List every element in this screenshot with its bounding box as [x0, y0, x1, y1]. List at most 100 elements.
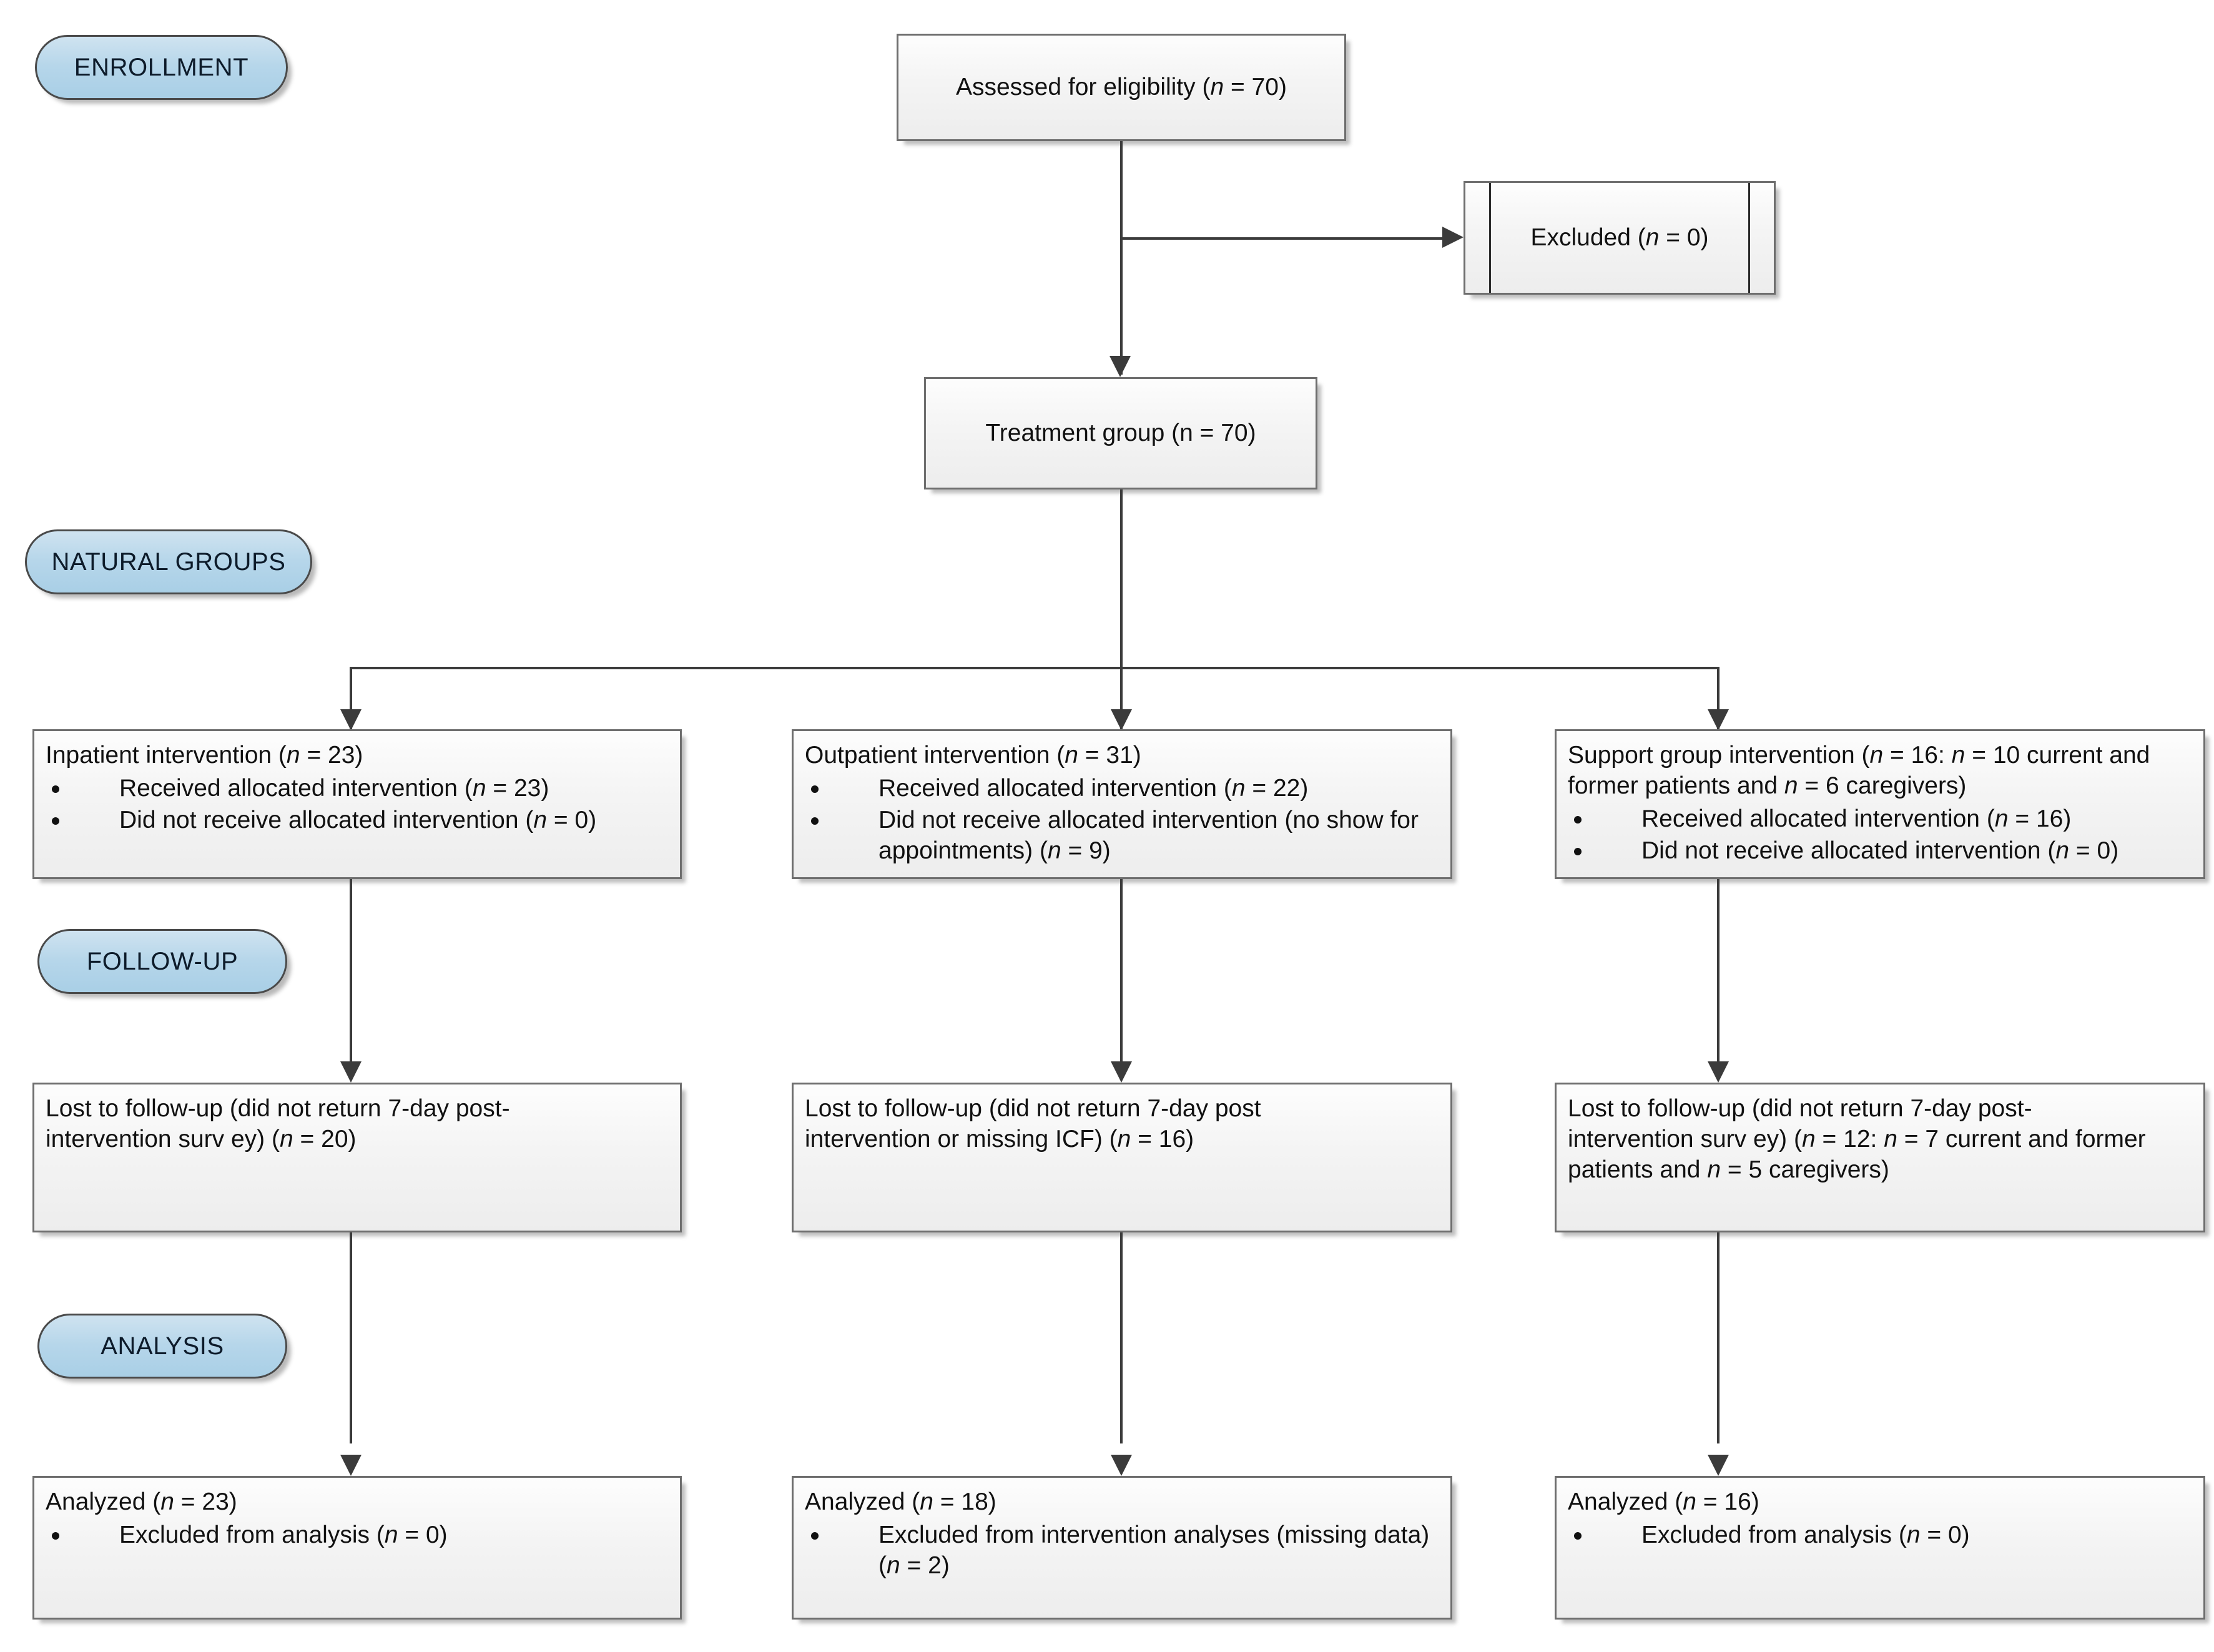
connector-treatment-stem	[1120, 489, 1123, 667]
box-analysis-outpatient: Analyzed (n = 18) Excluded from interven…	[792, 1476, 1452, 1620]
box-followup-outpatient: Lost to follow-up (did not return 7-day …	[792, 1083, 1452, 1232]
allocation-bullets-support-group: Received allocated intervention (n = 16)…	[1568, 804, 2192, 866]
bullet-dot-icon	[1574, 848, 1582, 856]
box-allocation-support-group: Support group intervention (n = 16: n = …	[1555, 729, 2205, 879]
bullet-dot-icon	[52, 785, 59, 794]
allocation-bullets-outpatient: Received allocated intervention (n = 22)…	[805, 773, 1439, 866]
arrowhead-support-group-followup	[1708, 1061, 1729, 1083]
treatment-group-text: Treatment group (n = 70)	[985, 420, 1256, 447]
arrowhead-to-excluded	[1442, 227, 1464, 248]
analysis-title-support-group: Analyzed (n = 16)	[1568, 1488, 1759, 1515]
list-item: Excluded from analysis (n = 0)	[1568, 1520, 2192, 1550]
bullet-dot-icon	[52, 817, 59, 825]
box-assessed-for-eligibility: Assessed for eligibility (n = 70)	[897, 34, 1346, 141]
box-excluded: Excluded (n = 0)	[1464, 181, 1776, 295]
list-item: Did not receive allocated intervention (…	[1568, 835, 2192, 866]
n-symbol: n	[472, 775, 486, 802]
n-symbol: n	[286, 742, 300, 769]
n-symbol: n	[160, 1488, 174, 1515]
analysis-bullets-outpatient: Excluded from intervention analyses (mis…	[805, 1520, 1439, 1581]
n-symbol: n	[384, 1522, 398, 1549]
arrowhead-support-group-analysis	[1708, 1455, 1729, 1476]
connector-branch-bus	[350, 667, 1718, 669]
bullet-dot-icon	[811, 1532, 819, 1540]
list-item: Did not receive allocated intervention (…	[805, 805, 1439, 866]
arrowhead-to-treatment-group	[1109, 356, 1131, 377]
stage-pill-analysis: ANALYSIS	[37, 1314, 287, 1379]
n-symbol: n	[1645, 224, 1660, 252]
arrowhead-branch-inpatient	[340, 709, 362, 730]
connector-inpatient-to-analysis	[350, 1232, 352, 1443]
followup-text-inpatient: Lost to follow-up (did not return 7-day …	[46, 1095, 510, 1153]
list-item: Received allocated intervention (n = 16)	[1568, 804, 2192, 834]
n-symbol: n	[1784, 772, 1798, 800]
n-symbol: n	[1951, 742, 1966, 769]
n-symbol: n	[1231, 775, 1246, 802]
assessed-text: Assessed for eligibility (n = 70)	[955, 74, 1287, 101]
n-symbol: n	[2055, 837, 2070, 865]
arrowhead-inpatient-analysis	[340, 1455, 362, 1476]
box-analysis-support-group: Analyzed (n = 16) Excluded from analysis…	[1555, 1476, 2205, 1620]
stage-label-follow-up: FOLLOW-UP	[86, 947, 239, 975]
n-symbol: n	[1869, 742, 1884, 769]
n-symbol: n	[1801, 1126, 1816, 1153]
list-item: Excluded from analysis (n = 0)	[46, 1520, 669, 1550]
bullet-dot-icon	[1574, 816, 1582, 824]
connector-assessed-stem	[1120, 141, 1123, 375]
analysis-bullets-support-group: Excluded from analysis (n = 0)	[1568, 1520, 2192, 1550]
connector-inpatient-to-followup	[350, 879, 352, 1073]
list-item: Did not receive allocated intervention (…	[46, 805, 669, 835]
list-item: Received allocated intervention (n = 22)	[805, 773, 1439, 804]
arrowhead-outpatient-analysis	[1111, 1455, 1132, 1476]
n-symbol: n	[1047, 837, 1061, 865]
allocation-title-inpatient: Inpatient intervention (n = 23)	[46, 742, 363, 769]
bullet-dot-icon	[811, 785, 819, 794]
n-symbol: n	[279, 1126, 293, 1153]
bullet-dot-icon	[1574, 1532, 1582, 1540]
stage-pill-natural-groups: NATURAL GROUPS	[25, 529, 312, 594]
box-analysis-inpatient: Analyzed (n = 23) Excluded from analysis…	[32, 1476, 682, 1620]
connector-outpatient-to-analysis	[1120, 1232, 1123, 1443]
connector-branch-left-drop	[350, 667, 352, 730]
n-symbol: n	[1117, 1126, 1131, 1153]
arrowhead-outpatient-followup	[1111, 1061, 1132, 1083]
connector-outpatient-to-followup	[1120, 879, 1123, 1073]
n-symbol: n	[1707, 1156, 1721, 1184]
n-symbol: n	[1683, 1488, 1696, 1515]
n-symbol: n	[1065, 742, 1078, 769]
connector-support-group-to-followup	[1717, 879, 1720, 1073]
box-allocation-outpatient: Outpatient intervention (n = 31) Receive…	[792, 729, 1452, 879]
box-treatment-group: Treatment group (n = 70)	[924, 377, 1317, 489]
arrowhead-inpatient-followup	[340, 1061, 362, 1083]
followup-text-support-group: Lost to follow-up (did not return 7-day …	[1568, 1095, 2146, 1184]
analysis-title-outpatient: Analyzed (n = 18)	[805, 1488, 996, 1515]
arrowhead-branch-outpatient	[1111, 709, 1132, 730]
arrowhead-branch-support-group	[1708, 709, 1729, 730]
stage-label-analysis: ANALYSIS	[101, 1332, 224, 1360]
analysis-title-inpatient: Analyzed (n = 23)	[46, 1488, 237, 1515]
list-item: Excluded from intervention analyses (mis…	[805, 1520, 1439, 1581]
n-symbol: n	[920, 1488, 933, 1515]
stage-label-enrollment: ENROLLMENT	[74, 53, 249, 81]
n-symbol: n	[1884, 1126, 1897, 1153]
box-followup-support-group: Lost to follow-up (did not return 7-day …	[1555, 1083, 2205, 1232]
stage-pill-follow-up: FOLLOW-UP	[37, 929, 287, 994]
bullet-dot-icon	[811, 817, 819, 825]
n-symbol: n	[1994, 805, 2009, 833]
n-symbol: n	[1906, 1522, 1921, 1549]
followup-text-outpatient: Lost to follow-up (did not return 7-day …	[805, 1095, 1261, 1153]
allocation-title-support-group: Support group intervention (n = 16: n = …	[1568, 742, 2150, 800]
connector-branch-mid-drop	[1120, 667, 1123, 730]
stage-pill-enrollment: ENROLLMENT	[35, 35, 288, 100]
list-item: Received allocated intervention (n = 23)	[46, 773, 669, 804]
allocation-title-outpatient: Outpatient intervention (n = 31)	[805, 742, 1141, 769]
n-symbol: n	[533, 807, 548, 834]
n-symbol: n	[1210, 74, 1224, 101]
n-symbol: n	[887, 1552, 900, 1580]
box-allocation-inpatient: Inpatient intervention (n = 23) Received…	[32, 729, 682, 879]
box-followup-inpatient: Lost to follow-up (did not return 7-day …	[32, 1083, 682, 1232]
allocation-bullets-inpatient: Received allocated intervention (n = 23)…	[46, 773, 669, 835]
excluded-text: Excluded (n = 0)	[1530, 224, 1709, 252]
bullet-dot-icon	[52, 1532, 59, 1540]
